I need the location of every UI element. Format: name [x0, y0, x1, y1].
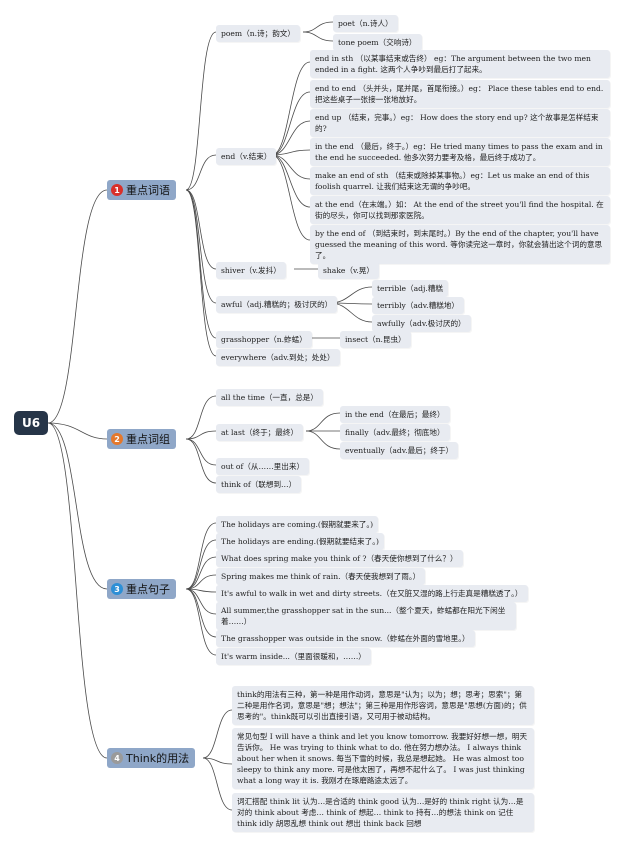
think-usage-sentence-patterns[interactable]: 常见句型 I will have a think and let you kno…: [232, 728, 534, 789]
word-node-shake[interactable]: shake（v.晃）: [318, 262, 379, 279]
category-label: Think的用法: [126, 752, 190, 765]
category-think-usage[interactable]: 4 Think的用法: [107, 748, 196, 768]
word-node-grasshopper[interactable]: grasshopper（n.蚱蜢）: [216, 331, 312, 348]
sentence-node[interactable]: All summer,the grasshopper sat in the su…: [216, 602, 516, 630]
number-four-icon: 4: [111, 752, 123, 764]
word-node-terrible[interactable]: terrible（adj.糟糕: [372, 280, 448, 297]
word-node-insect[interactable]: insect（n.昆虫）: [340, 331, 411, 348]
word-node-terribly[interactable]: terribly（adv.糟糕地）: [372, 297, 464, 314]
end-usage-end-up[interactable]: end up （结束，完事。）eg： How does the story en…: [310, 109, 610, 137]
phrase-node-finally[interactable]: finally（adv.最终；彻底地）: [340, 424, 450, 441]
sentence-node[interactable]: What does spring make you think of ?（春天使…: [216, 550, 463, 567]
end-usage-make-an-end[interactable]: make an end of sth （结束或除掉某事物。）eg：Let us …: [310, 167, 610, 195]
word-node-awfully[interactable]: awfully（adv.极讨厌的）: [372, 315, 471, 332]
root-node[interactable]: U6: [14, 411, 48, 435]
word-node-poet[interactable]: poet（n.诗人）: [333, 15, 398, 32]
word-node-awful[interactable]: awful（adj.糟糕的；极讨厌的）: [216, 296, 338, 313]
end-usage-in-the-end[interactable]: in the end （最后，终于。）eg：He tried many time…: [310, 138, 610, 166]
number-three-icon: 3: [111, 583, 123, 595]
word-node-everywhere[interactable]: everywhere（adv.到处；处处）: [216, 349, 340, 366]
category-key-words[interactable]: 1 重点词语: [107, 180, 176, 200]
sentence-node[interactable]: It's warm inside...（里面很暖和，……）: [216, 648, 371, 665]
end-usage-at-the-end[interactable]: at the end（在末端。）如： At the end of the str…: [310, 196, 610, 224]
phrase-node-in-the-end[interactable]: in the end（在最后；最终）: [340, 406, 450, 423]
end-usage-by-the-end[interactable]: by the end of （到结束时，到末尾时。）By the end of …: [310, 225, 610, 264]
phrase-node-think-of[interactable]: think of（联想到…）: [216, 476, 302, 493]
sentence-node[interactable]: It's awful to walk in wet and dirty stre…: [216, 585, 528, 602]
category-label: 重点词语: [126, 184, 170, 197]
word-node-tone-poem[interactable]: tone poem（交响诗）: [333, 34, 422, 51]
phrase-node-out-of[interactable]: out of（从……里出来）: [216, 458, 310, 475]
category-key-sentences[interactable]: 3 重点句子: [107, 579, 176, 599]
word-node-poem[interactable]: poem（n.诗；韵文）: [216, 25, 300, 42]
end-usage-end-in-sth[interactable]: end in sth （以某事结束或告终） eg：The argument be…: [310, 50, 610, 78]
sentence-node[interactable]: The grasshopper was outside in the snow.…: [216, 630, 475, 647]
sentence-node[interactable]: The holidays are coming.(假期就要来了。): [216, 516, 379, 533]
category-label: 重点句子: [126, 583, 170, 596]
number-one-icon: 1: [111, 184, 123, 196]
phrase-node-at-last[interactable]: at last（终于；最终）: [216, 424, 304, 441]
sentence-node[interactable]: Spring makes me think of rain.（春天使我想到了雨。…: [216, 568, 426, 585]
category-label: 重点词组: [126, 433, 170, 446]
word-node-shiver[interactable]: shiver（v.发抖）: [216, 262, 286, 279]
category-key-phrases[interactable]: 2 重点词组: [107, 429, 176, 449]
sentence-node[interactable]: The holidays are ending.(假期就要结束了。): [216, 533, 384, 550]
number-two-icon: 2: [111, 433, 123, 445]
end-usage-end-to-end[interactable]: end to end （头并头，尾并尾，首尾衔接。）eg： Place thes…: [310, 80, 610, 108]
phrase-node-eventually[interactable]: eventually（adv.最后；终于）: [340, 442, 459, 459]
think-usage-overview[interactable]: think的用法有三种，第一种是用作动词，意思是"认为；以为；想；思考；思索"；…: [232, 686, 534, 725]
word-node-end[interactable]: end（v.结束）: [216, 148, 277, 165]
phrase-node-all-the-time[interactable]: all the time（一直，总是）: [216, 389, 323, 406]
think-usage-collocations[interactable]: 词汇搭配 think lit 认为…是合适的 think good 认为…是好的…: [232, 793, 534, 832]
